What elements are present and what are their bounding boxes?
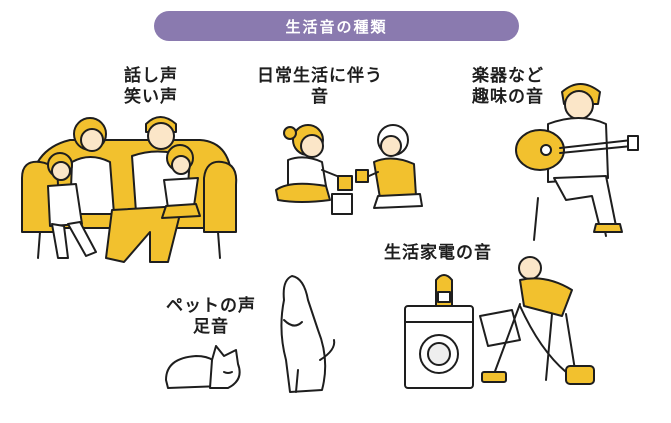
cat-and-dog-illustration <box>165 275 336 393</box>
family-on-sofa-illustration <box>21 116 238 263</box>
label-pet-sounds: ペットの声 足音 <box>166 296 256 337</box>
label-daily-life-sounds: 日常生活に伴う 音 <box>257 66 383 107</box>
title-banner: 生活音の種類 <box>154 11 519 41</box>
appliances-illustration <box>404 256 595 389</box>
man-playing-guitar-illustration <box>515 83 639 241</box>
label-appliance-sounds: 生活家電の音 <box>384 243 492 263</box>
label-talking-laughing: 話し声 笑い声 <box>124 66 178 107</box>
children-playing-blocks-illustration <box>275 124 423 215</box>
title-text: 生活音の種類 <box>285 17 388 36</box>
label-hobby-music-sounds: 楽器など 趣味の音 <box>472 66 544 107</box>
